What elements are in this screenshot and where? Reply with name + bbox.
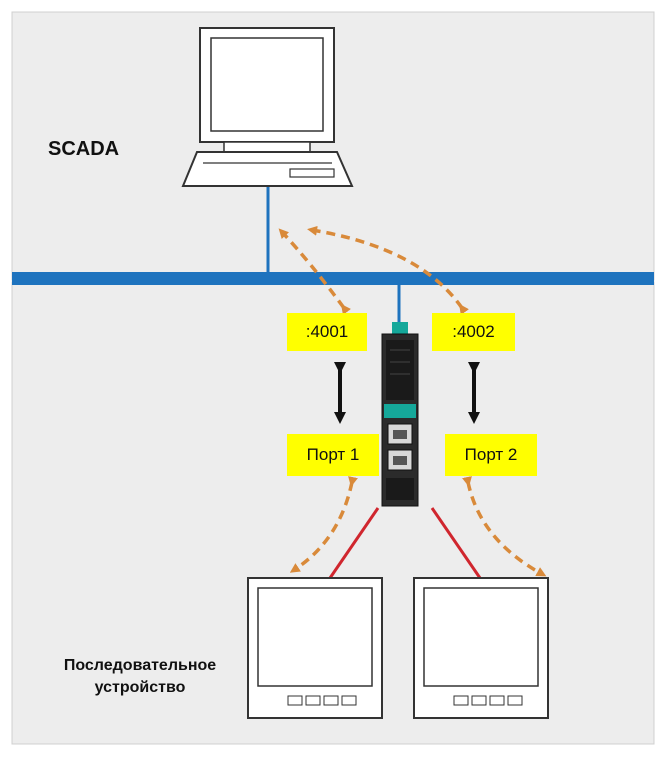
data-flow-port2-to-device2: [462, 476, 547, 577]
serial-device-2-icon: [413, 577, 549, 719]
serial-port-2-tag: Порт 2: [445, 434, 537, 476]
gateway-device-icon: [381, 322, 419, 507]
tcp-port-4001-tag: :4001: [287, 313, 367, 351]
data-flow-scada-to-4002: [307, 225, 469, 315]
tcp-port-4002-tag: :4002: [432, 313, 515, 351]
serial-device-label: Последовательное устройство: [20, 655, 260, 699]
serial-device-label-line2: устройство: [94, 679, 186, 696]
ethernet-bus: [12, 272, 654, 285]
serial-device-label-line1: Последовательное: [63, 657, 217, 674]
serial-port-1-tag: Порт 1: [287, 434, 379, 476]
serial-device-1-icon: [247, 577, 383, 719]
scada-label: SCADA: [48, 138, 120, 160]
scada-computer-icon: [181, 27, 354, 187]
data-flow-port1-to-device1: [289, 476, 358, 573]
